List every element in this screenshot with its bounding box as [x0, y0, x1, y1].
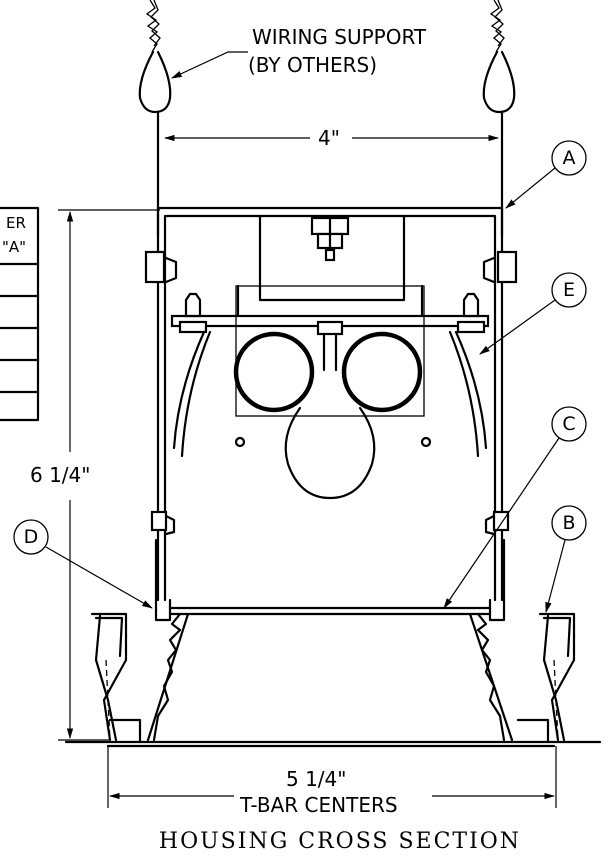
- junction-box: [258, 214, 406, 302]
- callout-c: C: [443, 406, 587, 609]
- mounting-plate: [170, 284, 490, 336]
- top-width-dimension: 4": [163, 126, 500, 150]
- height-dimension: 6 1/4": [30, 209, 160, 741]
- callout-e-label: E: [563, 279, 575, 301]
- t-bar-clips: [90, 612, 576, 744]
- callout-a: A: [505, 140, 587, 209]
- callout-b-label: B: [562, 512, 575, 534]
- callout-b: B: [545, 505, 587, 614]
- housing-box: [144, 206, 518, 602]
- drawing-caption: HOUSING CROSS SECTION: [159, 829, 521, 854]
- bottom-width-text: 5 1/4": [286, 767, 346, 791]
- table-header-line1: ER: [6, 214, 26, 232]
- spring-clips: [172, 330, 488, 458]
- top-width-text: 4": [318, 126, 340, 150]
- wiring-support-label: WIRING SUPPORT: [252, 25, 427, 49]
- left-hanger-wire: [138, 0, 172, 238]
- callout-d: D: [13, 519, 153, 609]
- callout-e: E: [479, 272, 587, 355]
- callout-c-label: C: [562, 413, 575, 435]
- callout-a-label: A: [563, 147, 576, 169]
- height-text: 6 1/4": [30, 463, 90, 487]
- by-others-label: (BY OTHERS): [248, 53, 377, 77]
- lamp-assembly: [233, 285, 432, 500]
- right-hanger-wire: [482, 0, 516, 238]
- table-header-line2: "A": [2, 238, 26, 256]
- wiring-support-callout: WIRING SUPPORT (BY OTHERS): [171, 25, 427, 79]
- housing-side-tabs: [150, 510, 510, 622]
- t-bar-centers-label: T-BAR CENTERS: [239, 793, 398, 817]
- bottom-width-dimension: 5 1/4" T-BAR CENTERS: [107, 746, 557, 817]
- callout-d-label: D: [24, 526, 39, 548]
- fixture-table: ER "A": [0, 206, 40, 422]
- baffle-trim: [64, 606, 602, 748]
